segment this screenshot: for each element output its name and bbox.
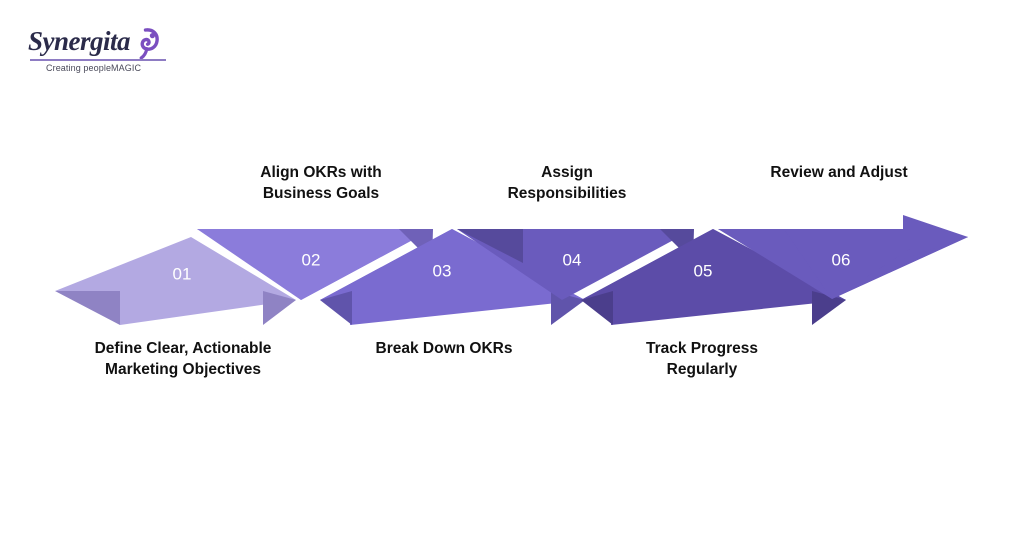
caption-top-02: Align OKRs with Business Goals	[260, 164, 382, 202]
logo-tagline: Creating peopleMAGIC	[46, 63, 142, 73]
chevron-number-01: 01	[173, 264, 192, 283]
chevron-segment-01[interactable]: 01	[55, 237, 296, 325]
brand-logo: Synergita Creating peopleMAGIC	[28, 26, 178, 82]
logo-divider	[30, 59, 166, 61]
chevron-number-04: 04	[563, 250, 582, 269]
chevron-number-05: 05	[694, 261, 713, 280]
chevron-arrowhead-06	[903, 215, 968, 259]
chevron-tail-04-left	[457, 229, 523, 263]
chevron-number-03: 03	[433, 261, 452, 280]
chevron-shaft-05	[613, 291, 812, 300]
chevron-body-03b	[320, 229, 585, 300]
caption-top-04: Assign Responsibilities	[507, 164, 627, 202]
chevron-segment-03[interactable]: 03	[320, 229, 585, 325]
swirl-icon	[139, 28, 159, 60]
chevron-tail-03-left	[320, 291, 352, 325]
chevron-shaft-06	[784, 229, 910, 299]
chevron-body-05b	[581, 229, 846, 300]
chevron-body-01	[55, 237, 296, 325]
chevron-shaft-03	[352, 291, 551, 300]
chevron-segment-05[interactable]: 05	[581, 229, 846, 325]
chevron-number-06: 06	[832, 250, 851, 269]
caption-top-06: Review and Adjust	[770, 164, 908, 181]
chevron-tail-05-left	[581, 291, 613, 325]
caption-bottom-01: Define Clear, Actionable Marketing Objec…	[94, 340, 272, 378]
chevron-tail-01	[55, 291, 120, 325]
chevron-tail-03-right	[551, 291, 585, 325]
chevron-tail-01-right	[263, 291, 296, 325]
caption-bottom-05: Track Progress Regularly	[645, 340, 758, 378]
chevron-segment-06[interactable]: 06	[718, 215, 968, 299]
chevron-number-02: 02	[302, 250, 321, 269]
chevron-body-02b	[197, 229, 433, 300]
caption-bottom-03: Break Down OKRs	[375, 340, 513, 357]
logo-wordmark: Synergita	[28, 26, 131, 56]
chevron-tail-05-right	[812, 291, 846, 325]
chevron-segment-04[interactable]: 04	[457, 229, 694, 300]
